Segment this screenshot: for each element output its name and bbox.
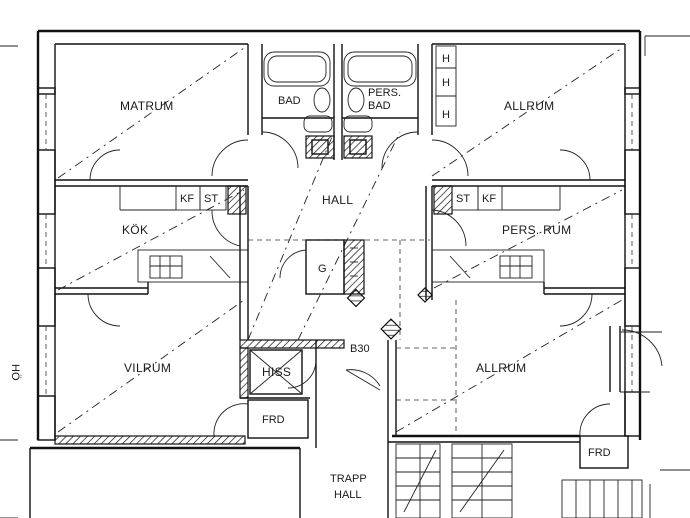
room-label-g: G — [318, 263, 327, 275]
room-label-bad: BAD — [278, 95, 301, 107]
room-label-kok: KÖK — [122, 223, 148, 237]
room-label-vilrum: VILRUM — [124, 361, 171, 375]
outer-walls — [0, 29, 690, 518]
fixture-label-h2: H — [442, 77, 450, 89]
fixture-label-st-right: ST — [456, 193, 470, 205]
interior-walls — [0, 44, 690, 518]
room-label-hiss: HISS — [262, 365, 291, 379]
room-label-hall: HALL — [322, 193, 353, 207]
room-label-pers-rum: PERS. RUM — [502, 223, 571, 237]
bath-fixtures — [263, 51, 417, 133]
room-label-pers-bad-line2: BAD — [368, 100, 391, 112]
label-b30: B30 — [350, 343, 370, 355]
fixture-label-h1: H — [442, 53, 450, 65]
room-label-trapp-hall: HALL — [334, 489, 362, 501]
room-label-allrum-top: ALLRUM — [504, 99, 554, 113]
room-label-pers-bad-line1: PERS. — [368, 87, 401, 99]
side-label-vertical: HÖ — [9, 364, 21, 381]
room-label-frd-left: FRD — [262, 414, 285, 426]
fixture-label-st-left: ST — [204, 193, 218, 205]
room-label-frd-right: FRD — [588, 447, 611, 459]
room-label-allrum-bottom: ALLRUM — [476, 361, 526, 375]
room-label-matrum: MATRUM — [120, 99, 174, 113]
fixture-label-kf-left: KF — [180, 193, 194, 205]
fixture-label-h3: H — [442, 109, 450, 121]
door-swings — [87, 131, 663, 437]
construction-lines — [57, 47, 623, 436]
fixture-label-kf-right: KF — [482, 193, 496, 205]
room-label-trapp: TRAPP — [330, 473, 367, 485]
